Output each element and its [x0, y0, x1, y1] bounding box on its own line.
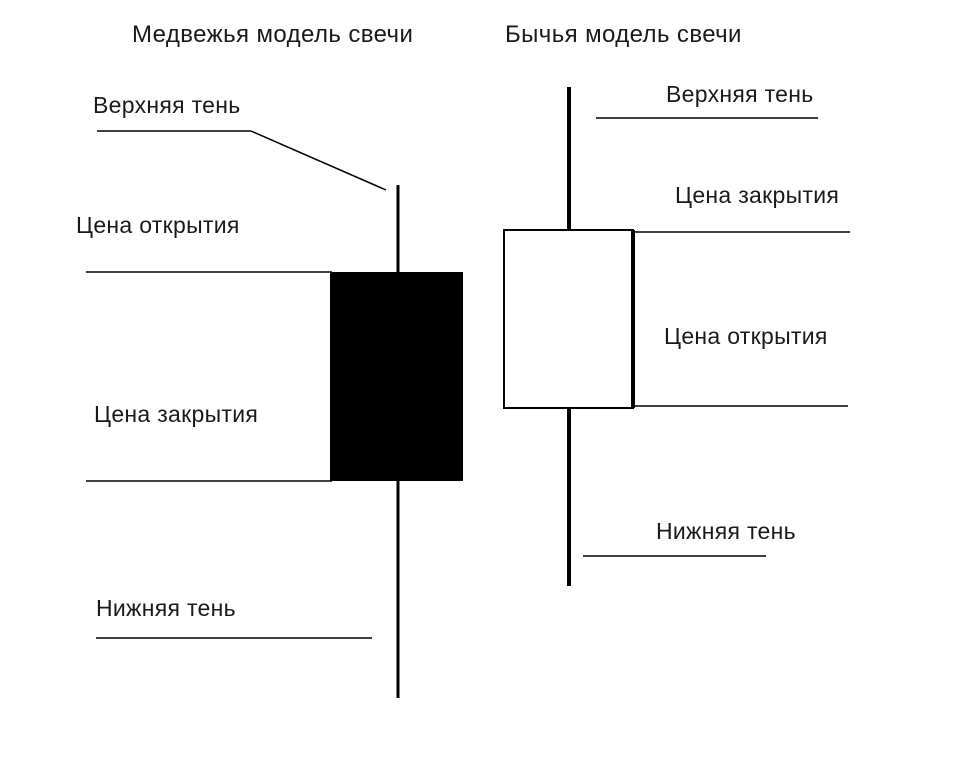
- bearish-close-price-label: Цена закрытия: [94, 401, 258, 427]
- bullish-close-price-label: Цена закрытия: [675, 182, 839, 208]
- bullish-open-price-label: Цена открытия: [664, 323, 828, 349]
- bearish-open-price-label: Цена открытия: [76, 212, 240, 238]
- bearish-lower-shadow-label: Нижняя тень: [96, 595, 236, 621]
- bearish-body: [330, 272, 463, 481]
- bullish-upper-shadow-label: Верхняя тень: [666, 81, 814, 107]
- bullish-body: [503, 229, 634, 409]
- bearish-upper-shadow-label: Верхняя тень: [93, 92, 241, 118]
- bearish-title: Медвежья модель свечи: [132, 21, 413, 48]
- bullish-lower-shadow-label: Нижняя тень: [656, 518, 796, 544]
- bullish-title: Бычья модель свечи: [505, 21, 742, 48]
- bearish-upper-shadow-leader: [250, 130, 387, 191]
- bullish-candle: [503, 87, 635, 586]
- bearish-candle: [330, 185, 463, 698]
